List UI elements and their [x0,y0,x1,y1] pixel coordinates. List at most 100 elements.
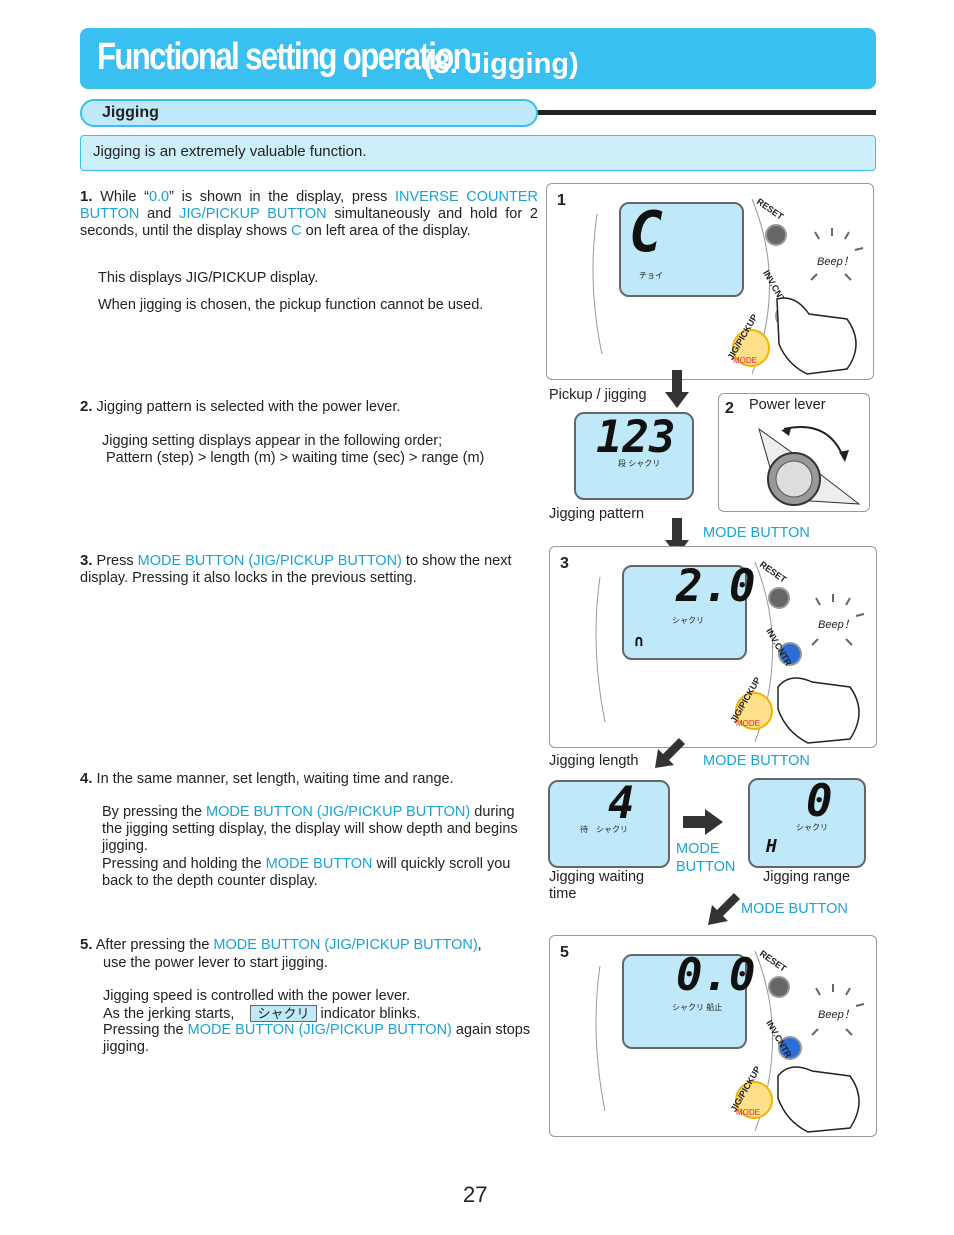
button-reference: MODE BUTTON (JIG/PICKUP BUTTON) [213,937,478,953]
lcd-indicator: チョイ [639,271,663,280]
step-text: As the jerking starts, [103,1006,235,1022]
beep-label: Beep！ [818,1009,855,1021]
step-text: After pressing the [95,937,214,953]
step-text: Press [96,553,138,569]
step-text: on left area of the display. [301,223,471,239]
power-lever-caption: Power lever [749,397,826,413]
length-caption: Jigging length [549,753,639,769]
figure-number: 3 [560,555,569,572]
lcd-unit-indicator: H [766,836,777,857]
lcd-display: 0.0 シャクリ 船止 [622,950,755,1049]
step-5-text: use the power lever to start jigging. [103,955,328,971]
step-4: 4. In the same manner, set length, waiti… [80,770,454,788]
mode-label: MODE [733,356,757,365]
button-reference: MODE BUTTON (JIG/PICKUP BUTTON) [187,1022,452,1038]
lcd-indicator: シャクリ [672,616,704,625]
jig-pickup-button[interactable] [732,329,770,367]
beep-label: Beep！ [817,256,854,268]
step-text: to show the next display. Pressing it al… [80,553,512,586]
figure-1-panel: 1 C チョイ RESET INV.CNTR JIG/PICKUP MODE B… [546,183,874,380]
button-reference: INVERSE COUNTER BUTTON [80,189,538,222]
step-text: ” is shown in the display, press [169,189,395,205]
display-value: 0.0 [148,189,170,205]
button-reference: MODE BUTTON [265,856,373,872]
pattern-caption: Jigging pattern [549,506,645,522]
step-4-note: Pressing and holding the MODE BUTTON wil… [102,856,522,890]
beep-label: Beep！ [818,619,855,631]
step-text: and [139,206,180,222]
step-number: 2. [80,398,93,415]
lcd-main-digit: C [629,200,663,265]
mode-button-caption: MODE BUTTON [703,525,810,541]
lcd-indicator: シャクリ [796,823,828,832]
page-subtitle: (8. Jigging) [424,48,579,80]
step-text: By pressing the [102,804,206,820]
step-5-note: As the jerking starts, シャクリ indicator bl… [103,1005,420,1023]
step-text: during the jigging setting display, the … [102,804,518,854]
waiting-caption: Jigging waiting time [549,869,645,902]
section-title: Jigging [102,104,159,121]
step-5-note: Jigging speed is controlled with the pow… [103,988,411,1004]
pattern-lcd: 123 段 シャクリ [574,412,694,500]
step-2-order: Pattern (step) > length (m) > waiting ti… [106,450,485,466]
page-number: 27 [463,1182,488,1207]
step-text: again stops jigging. [103,1022,531,1055]
hand-icon [776,228,864,375]
pickup-caption: Pickup / jigging [549,387,647,403]
range-caption: Jigging range [763,869,851,885]
step-text: , [477,937,482,953]
step-2-note: Jigging setting displays appear in the f… [102,433,443,449]
hand-icon [777,594,865,744]
mode-button-caption: MODE BUTTON [703,753,810,769]
step-number: 5. [80,936,93,953]
arrow-diagonal-icon [655,738,685,768]
arrow-down-icon [665,370,689,408]
button-reference: JIG/PICKUP BUTTON [179,206,327,222]
step-2: 2. Jigging pattern is selected with the … [80,398,400,416]
waiting-lcd: 4 待 シャクリ [548,778,670,868]
intro-box: Jigging is an extremely valuable functio… [80,135,876,171]
button-reference: MODE BUTTON (JIG/PICKUP BUTTON) [205,804,471,820]
step-number: 1. [80,188,93,205]
title-banner [80,28,876,89]
reset-button[interactable] [768,976,790,998]
figure-number: 5 [560,944,569,961]
reset-button[interactable] [765,224,787,246]
lcd-main-digit: 0.0 [676,950,756,1001]
arrow-diagonal-icon [708,893,740,925]
intro-text: Jigging is an extremely valuable functio… [93,143,367,160]
figure-number: 2 [725,400,734,417]
mode-button-caption: MODE BUTTON [741,901,848,917]
figure-5-panel: 5 0.0 シャクリ 船止 RESET INV.CNTR JIG/PICKUP … [549,935,877,1137]
jig-pickup-button[interactable] [735,692,773,730]
step-3: 3. Press MODE BUTTON (JIG/PICKUP BUTTON)… [80,552,520,587]
section-rule [530,110,876,115]
inv-cntr-button[interactable] [778,1036,802,1060]
lcd-main-digit: 2.0 [676,561,756,612]
jerk-indicator: シャクリ [250,1005,317,1022]
lcd-display: C チョイ [619,200,744,297]
mode-label: MODE [736,1108,760,1117]
lcd-display: 2.0 シャクリ ∩ [622,561,755,660]
inv-cntr-button[interactable] [778,642,802,666]
step-5: 5. After pressing the MODE BUTTON (JIG/P… [80,936,482,954]
step-text: While “ [100,189,149,205]
step-text: Pressing the [103,1022,188,1038]
figure-2-panel: 2 Power lever [718,393,870,512]
lcd-main-digit: 123 [596,412,676,463]
jig-pickup-button[interactable] [735,1081,773,1119]
lcd-indicator: 待 シャクリ [580,825,628,834]
step-text: indicator blinks. [320,1006,421,1022]
step-1-note: When jigging is chosen, the pickup funct… [98,297,484,313]
section-pill: Jigging [80,99,538,127]
reset-button[interactable] [768,587,790,609]
figure-number: 1 [557,192,566,209]
page-title: Functional setting operation [97,36,472,78]
figure-3-panel: 3 2.0 シャクリ ∩ RESET INV.CNTR JIG/PICKUP M… [549,546,877,748]
step-number: 4. [80,770,93,787]
lcd-main-digit: 4 [608,778,635,829]
step-1-note: This displays JIG/PICKUP display. [98,270,319,286]
step-number: 3. [80,552,93,569]
power-lever-icon [758,426,861,506]
step-1: 1. While “0.0” is shown in the display, … [80,188,538,240]
